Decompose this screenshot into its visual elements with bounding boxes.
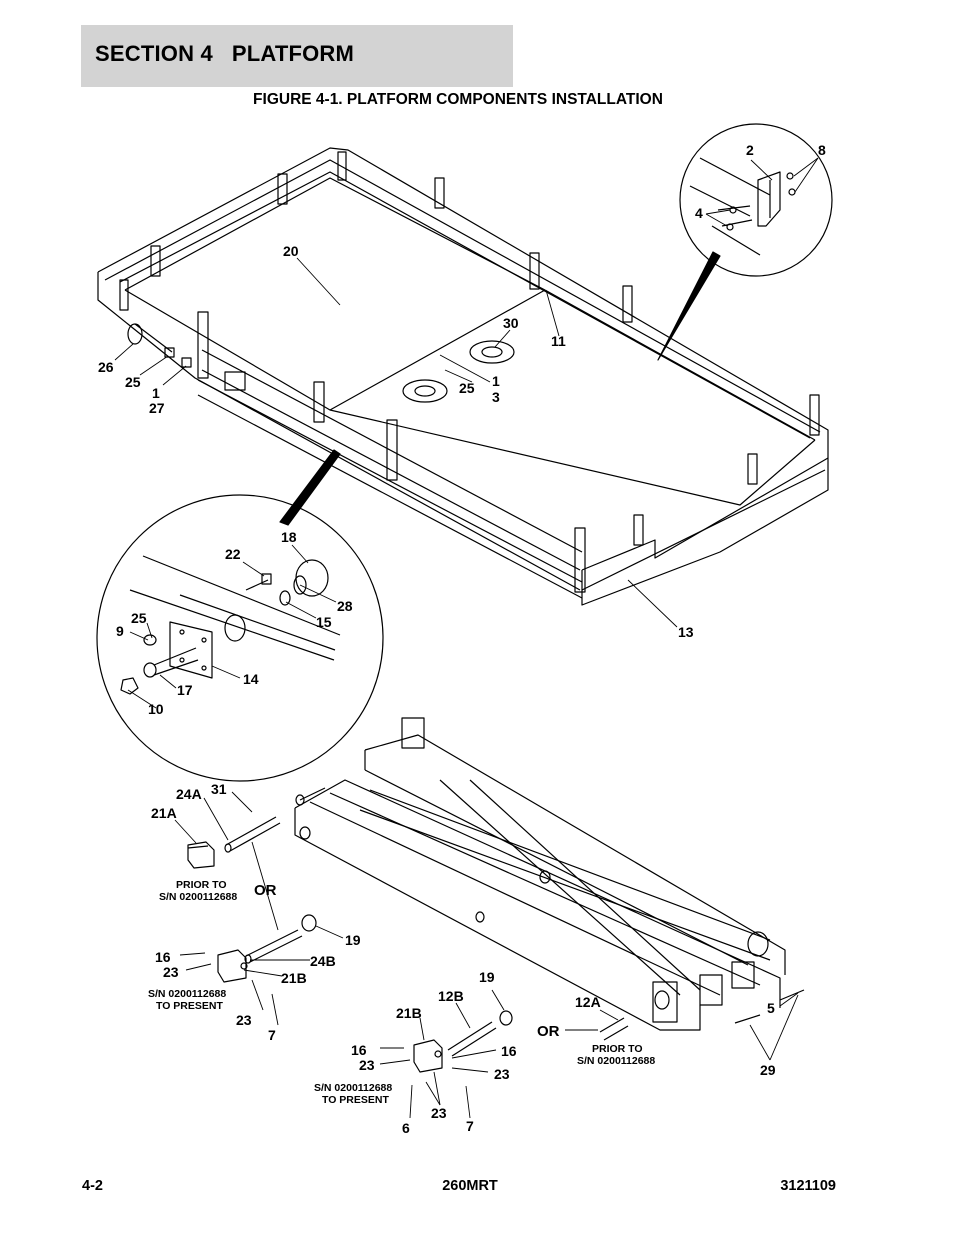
callout-23: 23 bbox=[431, 1105, 447, 1121]
note-prior-to-a: PRIOR TO bbox=[176, 879, 227, 891]
callout-21b: 21B bbox=[396, 1005, 422, 1021]
callout-21b: 21B bbox=[281, 970, 307, 986]
note-sn-b: S/N 0200112688 bbox=[314, 1082, 392, 1094]
note-to-present-a: TO PRESENT bbox=[156, 1000, 223, 1012]
callout-31: 31 bbox=[211, 781, 227, 797]
callout-18: 18 bbox=[281, 529, 297, 545]
callout-3: 3 bbox=[492, 389, 500, 405]
callout-23: 23 bbox=[163, 964, 179, 980]
callout-16: 16 bbox=[351, 1042, 367, 1058]
callout-7: 7 bbox=[466, 1118, 474, 1134]
callout-9: 9 bbox=[116, 623, 124, 639]
callout-19: 19 bbox=[479, 969, 495, 985]
stanchions bbox=[119, 151, 820, 593]
block-assemblies bbox=[187, 816, 805, 1073]
callout-27: 27 bbox=[149, 400, 165, 416]
callout-6: 6 bbox=[402, 1120, 410, 1136]
or-label-b: OR bbox=[537, 1023, 560, 1040]
model-name: 260MRT bbox=[442, 1178, 498, 1194]
document-number: 3121109 bbox=[780, 1178, 836, 1194]
note-to-present-b: TO PRESENT bbox=[322, 1094, 389, 1106]
callout-12a: 12A bbox=[575, 994, 601, 1010]
figure-title: FIGURE 4-1. PLATFORM COMPONENTS INSTALLA… bbox=[253, 91, 663, 108]
callout-1: 1 bbox=[492, 373, 500, 389]
callout-22: 22 bbox=[225, 546, 241, 562]
note-prior-to-b: PRIOR TO bbox=[592, 1043, 643, 1055]
callout-7: 7 bbox=[268, 1027, 276, 1043]
callout-19: 19 bbox=[345, 932, 361, 948]
section-header: SECTION 4 PLATFORM bbox=[81, 25, 513, 87]
callout-25: 25 bbox=[131, 610, 147, 626]
platform-frame bbox=[97, 147, 829, 606]
callout-4: 4 bbox=[695, 205, 703, 221]
callout-13: 13 bbox=[678, 624, 694, 640]
callout-10: 10 bbox=[148, 701, 164, 717]
callout-29: 29 bbox=[760, 1062, 776, 1078]
callout-12b: 12B bbox=[438, 988, 464, 1004]
callout-2: 2 bbox=[746, 142, 754, 158]
callout-1: 1 bbox=[152, 385, 160, 401]
callout-20: 20 bbox=[283, 243, 299, 259]
note-prior-sn-a: S/N 0200112688 bbox=[159, 891, 237, 903]
callout-16: 16 bbox=[501, 1043, 517, 1059]
detail-circle-roller bbox=[96, 494, 384, 782]
callout-23: 23 bbox=[359, 1057, 375, 1073]
or-label-a: OR bbox=[254, 882, 277, 899]
callout-30: 30 bbox=[503, 315, 519, 331]
section-title: SECTION 4 PLATFORM bbox=[95, 41, 355, 66]
callout-21a: 21A bbox=[151, 805, 177, 821]
callout-24a: 24A bbox=[176, 786, 202, 802]
callout-25: 25 bbox=[125, 374, 141, 390]
callout-28: 28 bbox=[337, 598, 353, 614]
callout-11: 11 bbox=[551, 333, 566, 349]
note-prior-sn-b: S/N 0200112688 bbox=[577, 1055, 655, 1067]
callout-14: 14 bbox=[243, 671, 259, 687]
callout-8: 8 bbox=[818, 142, 826, 158]
callout-23: 23 bbox=[494, 1066, 510, 1082]
callout-26: 26 bbox=[98, 359, 114, 375]
detail-circle-top bbox=[679, 123, 833, 277]
callout-17: 17 bbox=[177, 682, 193, 698]
leader-lines bbox=[114, 157, 819, 1119]
scissor-arms bbox=[294, 717, 786, 1031]
callout-24b: 24B bbox=[310, 953, 336, 969]
callout-16: 16 bbox=[155, 949, 171, 965]
callout-5: 5 bbox=[767, 1000, 775, 1016]
page-number: 4-2 bbox=[82, 1178, 103, 1194]
callout-15: 15 bbox=[316, 614, 332, 630]
callout-25: 25 bbox=[459, 380, 475, 396]
callouts: 2 8 4 20 30 11 26 25 1 27 25 1 3 18 22 2… bbox=[98, 142, 826, 1136]
note-sn-a: S/N 0200112688 bbox=[148, 988, 226, 1000]
callout-23: 23 bbox=[236, 1012, 252, 1028]
